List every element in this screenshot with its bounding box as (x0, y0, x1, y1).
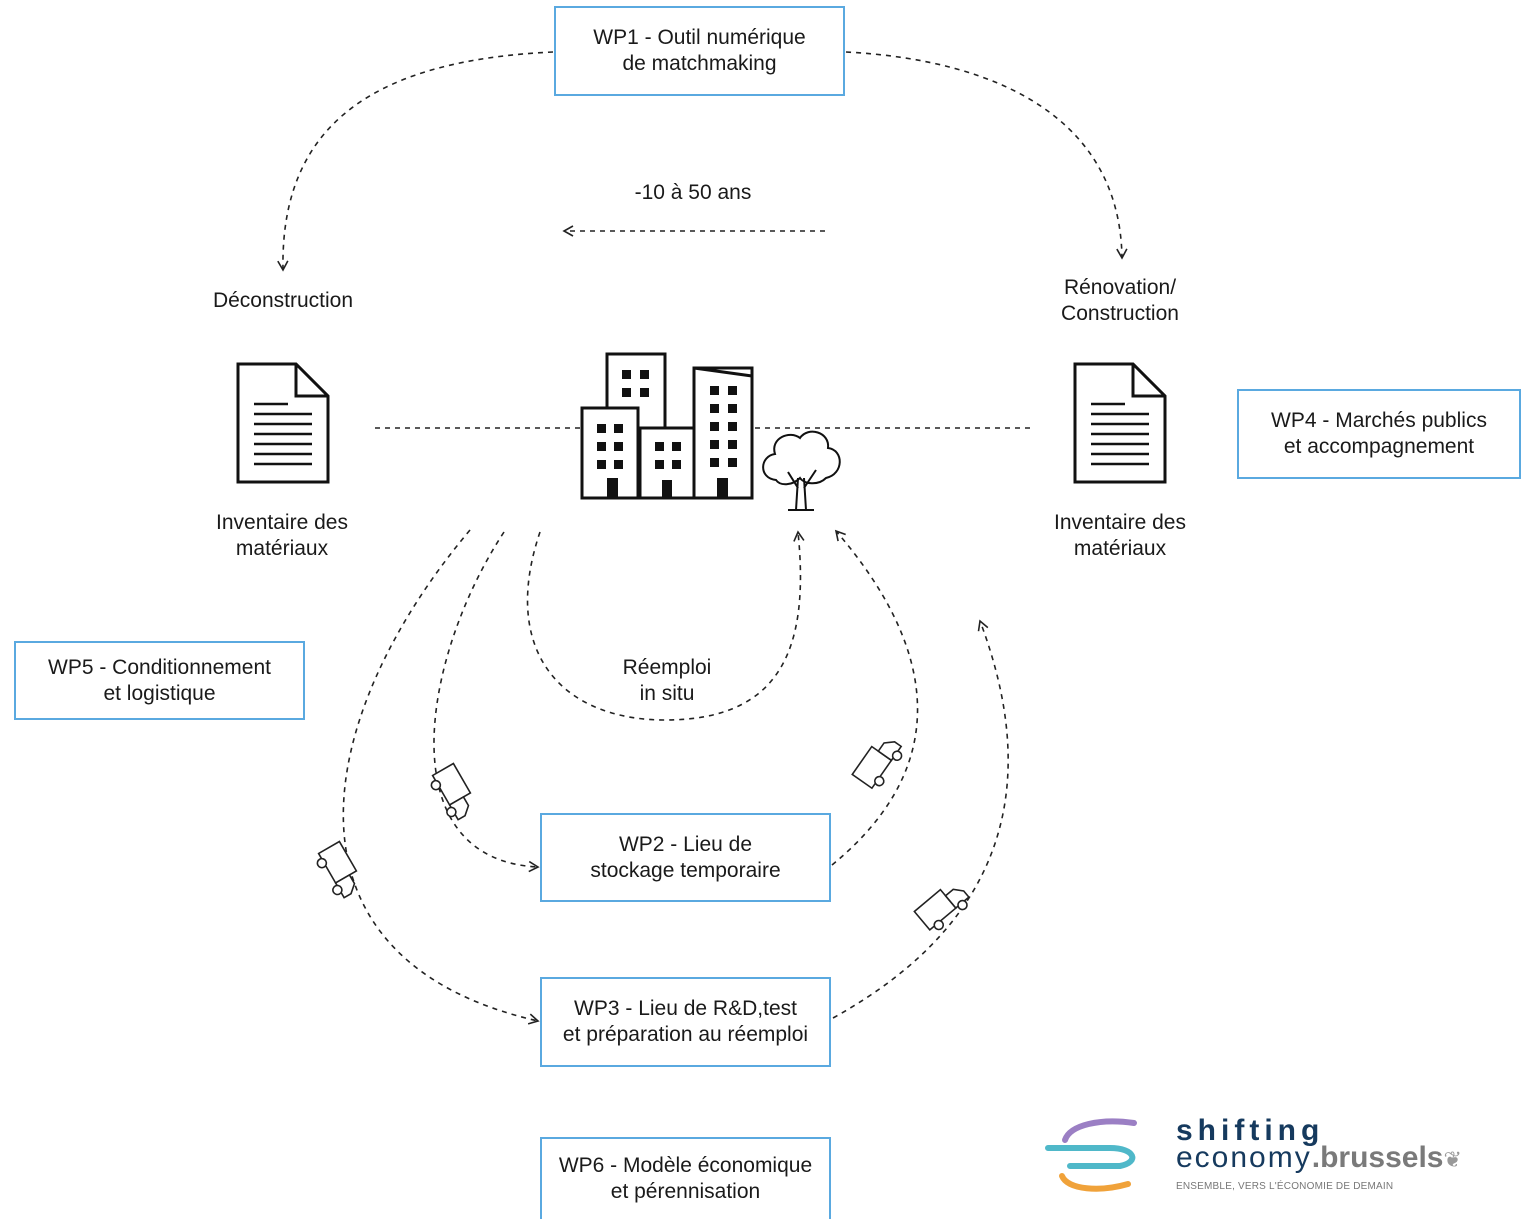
wp2-line1: WP2 - Lieu de (618, 832, 753, 856)
truck-icon-3 (851, 731, 908, 793)
wp2-line2: stockage temporaire (590, 858, 781, 882)
deconstruction-label: Déconstruction (212, 289, 354, 312)
wp5-box: WP5 - Conditionnement et logistique (14, 641, 305, 720)
wp4-line1: WP4 - Marchés publics (1271, 409, 1487, 432)
flow-arrow-wp1-renovation (845, 51, 1128, 260)
logo-tagline: ENSEMBLE, VERS L'ÉCONOMIE DE DEMAIN (1176, 1181, 1394, 1192)
wp5-line1: WP5 - Conditionnement (48, 655, 271, 679)
logo-mark-icon (1045, 1118, 1137, 1192)
inventory-right-line1: Inventaire des (1054, 511, 1186, 534)
reuse-in-situ-label: Réemploi in situ (587, 655, 747, 707)
timeline-label: -10 à 50 ans (634, 181, 752, 204)
flow-arrow-to-wp3 (342, 529, 540, 1025)
wp5-line2: et logistique (103, 681, 216, 705)
wp1-box: WP1 - Outil numérique de matchmaking (554, 6, 845, 96)
flow-arrow-to-wp2 (433, 531, 540, 873)
wp4-box: WP4 - Marchés publics et accompagnement (1237, 389, 1521, 479)
flow-arrow-wp2-return (831, 529, 919, 866)
logo-line2: economy.brussels ❦ (1176, 1142, 1464, 1176)
document-icon-left (236, 362, 330, 484)
logo-line2-b: .brussels (1311, 1141, 1444, 1174)
logo-line2-a: economy (1176, 1141, 1312, 1174)
inventory-left-line2: matériaux (235, 537, 329, 560)
buildings-icon (580, 352, 754, 500)
reuse-in-situ-line2: in situ (639, 682, 695, 705)
flow-arrow-wp3-return (832, 619, 1009, 1019)
inventory-left-line1: Inventaire des (216, 511, 348, 534)
document-icon-right (1073, 362, 1167, 484)
inventory-right-line2: matériaux (1073, 537, 1167, 560)
renovation-line1: Rénovation/ (1063, 276, 1177, 299)
tree-icon (762, 430, 841, 511)
truck-icon-2 (312, 840, 366, 902)
wp1-line1: WP1 - Outil numérique (593, 26, 806, 49)
wp3-line1: WP3 - Lieu de R&D,test (574, 997, 797, 1020)
wp4-line2: et accompagnement (1283, 435, 1475, 458)
logo-line1: shifting (1176, 1114, 1325, 1147)
wp3-line2: et préparation au réemploi (562, 1023, 809, 1046)
reuse-in-situ-line1: Réemploi (622, 656, 712, 679)
flow-arrow-reuse-in-situ (526, 530, 805, 721)
heart-icon: ❦ (1443, 1147, 1464, 1172)
wp2-box: WP2 - Lieu de stockage temporaire (540, 813, 831, 902)
renovation-label: Rénovation/ Construction (1020, 275, 1220, 327)
truck-icon-1 (426, 762, 480, 824)
wp3-box: WP3 - Lieu de R&D,test et préparation au… (540, 977, 831, 1067)
wp6-line1: WP6 - Modèle économique (558, 1154, 813, 1177)
truck-icon-4 (913, 877, 974, 936)
inventory-right-label: Inventaire des matériaux (1020, 510, 1220, 562)
inventory-left-label: Inventaire des matériaux (182, 510, 382, 562)
wp6-line2: et pérennisation (610, 1180, 761, 1203)
wp1-line2: de matchmaking (622, 52, 777, 75)
renovation-line2: Construction (1061, 302, 1179, 325)
wp6-box: WP6 - Modèle économique et pérennisation (540, 1137, 831, 1219)
flow-arrow-wp1-deconstruction (277, 51, 554, 272)
